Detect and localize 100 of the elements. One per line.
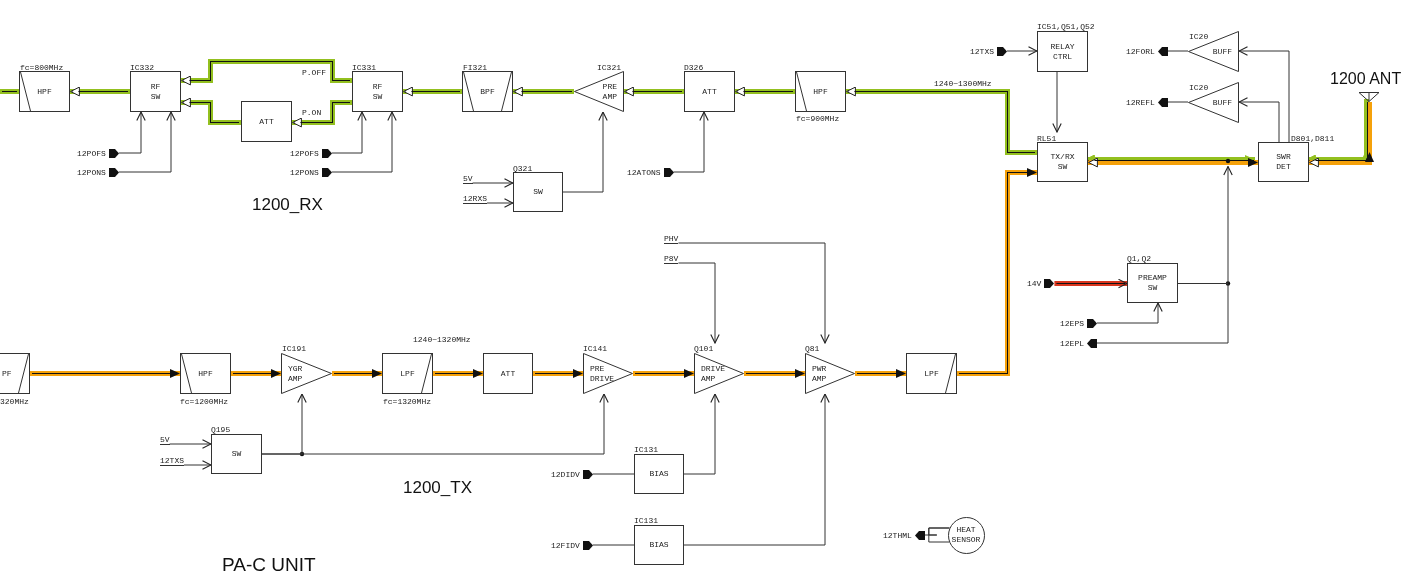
connector-line xyxy=(924,527,950,543)
block-label: SW xyxy=(533,187,543,197)
signal-label: 12RXS xyxy=(463,193,487,204)
port-label: 12FIDV xyxy=(551,540,580,550)
arrow xyxy=(677,242,830,344)
block-label: YGR AMP xyxy=(288,363,303,384)
arrow xyxy=(332,369,382,378)
circuit-block xyxy=(462,71,513,112)
circuit-block xyxy=(130,71,181,112)
connector-line xyxy=(1096,283,1229,344)
block-label: LPF xyxy=(924,368,939,379)
section-title: PA-C UNIT xyxy=(222,555,316,575)
signal-label: 5V xyxy=(463,173,473,184)
circuit-block xyxy=(1258,142,1309,182)
circuit-block xyxy=(634,454,684,494)
arrow xyxy=(30,369,180,378)
signal-label: PHV xyxy=(664,233,679,244)
port-label: 14V xyxy=(1027,279,1042,288)
part-number-label: IC321 xyxy=(597,63,621,72)
circuit-block xyxy=(795,71,846,112)
arrow xyxy=(292,100,352,128)
part-number-label: D801,D811 xyxy=(1291,133,1335,143)
frequency-label: 320MHz xyxy=(0,397,29,406)
port-label: 12EPS xyxy=(1060,318,1084,328)
arrow xyxy=(846,86,1037,155)
circuit-block xyxy=(241,101,292,142)
arrow xyxy=(1088,157,1258,168)
block-label: HPF xyxy=(198,368,213,379)
part-number-label: IC331 xyxy=(352,63,376,72)
part-number-label: IC191 xyxy=(282,343,306,353)
block-label: DRIVE AMP xyxy=(701,363,725,384)
circuit-block xyxy=(906,353,957,394)
arrow xyxy=(624,86,684,97)
port-label: 12REFL xyxy=(1126,97,1155,107)
part-number-label: Q195 xyxy=(211,425,231,434)
arrow xyxy=(1309,102,1374,168)
port-label: 12PONS xyxy=(290,167,319,177)
arrow xyxy=(472,178,514,188)
section-title: 1200_TX xyxy=(403,479,472,497)
circuit-block xyxy=(0,353,30,394)
part-number-label: Q321 xyxy=(513,163,533,173)
block-label: ATT xyxy=(702,86,717,97)
block-label: ATT xyxy=(500,368,516,379)
arrow xyxy=(735,86,795,97)
arrow xyxy=(957,168,1037,376)
block-label: PRE DRIVE xyxy=(590,363,614,384)
arrow xyxy=(331,111,367,154)
port-label: 12EPL xyxy=(1060,338,1084,348)
arrow xyxy=(673,111,709,173)
port-label: 12POFS xyxy=(77,148,106,158)
circuit-block xyxy=(19,71,70,112)
arrow xyxy=(1223,165,1233,284)
port-label: 12TXS xyxy=(970,46,994,56)
circuit-block xyxy=(1037,142,1088,182)
connector-line xyxy=(592,544,635,546)
part-number-label: FI321 xyxy=(463,63,487,72)
arrow xyxy=(181,59,352,86)
section-title: 1200_RX xyxy=(252,195,323,214)
block-label: RELAY CTRL xyxy=(1050,41,1075,62)
arrow xyxy=(118,111,176,173)
port-label: 12ATONS xyxy=(627,167,661,177)
arrow xyxy=(533,369,583,378)
part-number-label: RL51 xyxy=(1037,133,1057,143)
edge-label: P.OFF xyxy=(302,67,326,77)
arrow xyxy=(683,393,720,475)
block-label: BUFF xyxy=(1212,97,1232,108)
block-label: RF SW xyxy=(372,81,383,102)
arrow xyxy=(683,393,830,546)
connector-line xyxy=(1167,101,1189,103)
block-label: HEAT SENSOR xyxy=(951,525,981,545)
connector-line xyxy=(1167,50,1189,52)
circuit-block xyxy=(211,434,262,474)
block-label: SW xyxy=(231,449,242,459)
arrow xyxy=(70,86,130,97)
arrow xyxy=(403,86,462,97)
arrow xyxy=(169,439,212,449)
block-label: ATT xyxy=(259,116,274,127)
arrow xyxy=(486,198,514,208)
signal-label: 5V xyxy=(160,434,170,445)
circuit-block xyxy=(352,71,403,112)
frequency-label: fc=1200MHz xyxy=(180,397,228,406)
block-label: PWR AMP xyxy=(812,363,827,384)
circuit-block xyxy=(634,525,684,565)
arrow xyxy=(744,369,805,378)
connector-line xyxy=(592,473,635,475)
arrow xyxy=(231,369,281,378)
port-label: 12POFS xyxy=(290,148,319,158)
part-number-label: D326 xyxy=(684,63,704,72)
arrow xyxy=(513,86,574,97)
arrow xyxy=(1238,46,1290,143)
arrow xyxy=(633,369,694,378)
arrow xyxy=(562,111,608,193)
arrow xyxy=(1238,97,1280,143)
port-label: 12FORL xyxy=(1126,46,1155,56)
block-label: SWR DET xyxy=(1276,152,1291,172)
arrow xyxy=(677,262,720,344)
arrow xyxy=(1054,278,1128,289)
edge-label: P.ON xyxy=(302,107,322,117)
part-number-label: Q101 xyxy=(694,343,714,353)
frequency-label: fc=1320MHz xyxy=(383,397,431,406)
